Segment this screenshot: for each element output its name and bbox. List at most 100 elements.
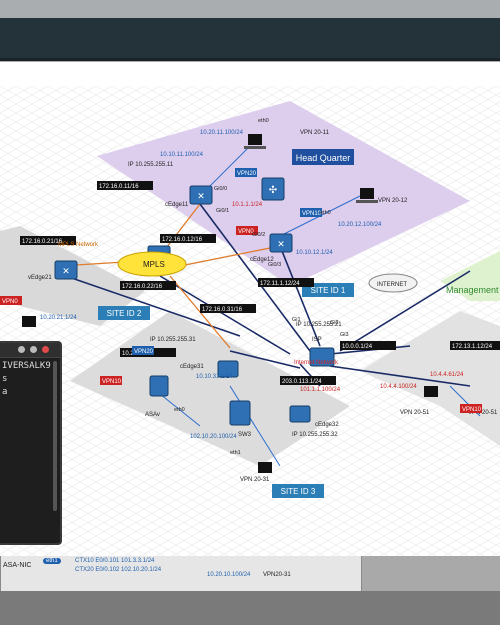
svg-text:✕: ✕ xyxy=(62,266,70,276)
minimize-icon[interactable] xyxy=(18,346,25,353)
close-icon[interactable] xyxy=(42,346,49,353)
head-quarter-badge xyxy=(292,149,354,165)
pc-vpn20-31[interactable] xyxy=(258,462,272,473)
svg-text:cEdge11: cEdge11 xyxy=(165,202,189,208)
svg-text:VPN 20-12: VPN 20-12 xyxy=(378,198,408,204)
svg-text:IP 10.255.255.31: IP 10.255.255.31 xyxy=(150,337,196,343)
svg-text:10.20.12.100/24: 10.20.12.100/24 xyxy=(338,222,382,228)
toolbar-dark xyxy=(0,18,500,61)
asa-nic-label: ASA-NIC xyxy=(3,562,32,569)
svg-text:VPN20: VPN20 xyxy=(237,171,257,177)
svg-text:Internet Network: Internet Network xyxy=(294,360,339,366)
internet-label: INTERNET xyxy=(377,282,407,288)
svg-text:MPLS Network: MPLS Network xyxy=(58,242,99,248)
svg-text:10.10.31.1/24: 10.10.31.1/24 xyxy=(196,374,233,380)
svg-text:10.1.1.1/24: 10.1.1.1/24 xyxy=(232,202,263,208)
svg-text:eth1: eth1 xyxy=(230,450,241,456)
svg-text:Gi1: Gi1 xyxy=(292,317,301,323)
ctx10-label: CTX10 E0/0.101 101.3.3.1/24 xyxy=(75,558,155,564)
svg-text:Gi0/3: Gi0/3 xyxy=(268,262,281,268)
svg-text:10.10.12.1/24: 10.10.12.1/24 xyxy=(296,250,333,256)
pc-vpn20-12[interactable] xyxy=(356,188,378,203)
svg-text:Gi0/2: Gi0/2 xyxy=(252,232,265,238)
svg-text:172.11.1.12/24: 172.11.1.12/24 xyxy=(260,281,300,287)
svg-text:VPN20: VPN20 xyxy=(134,349,154,355)
site3-label: SITE ID 3 xyxy=(281,487,316,496)
interface-labels: Gi0/0 Gi0/1 Gi0/2 Gi0/3 Gi1 Gi2 Gi3 eth0… xyxy=(174,118,349,456)
svg-text:172.16.0.12/16: 172.16.0.12/16 xyxy=(162,237,203,243)
head-quarter-label: Head Quarter xyxy=(296,153,351,163)
router-vedge21[interactable]: ✕ xyxy=(54,260,78,280)
toolbar-strip xyxy=(0,0,500,18)
svg-text:eth0: eth0 xyxy=(320,210,331,216)
network-topology-diagram[interactable]: Head Quarter ✕ ✕ ✣ ✕ MPLS INTERNET xyxy=(0,86,500,556)
svg-text:Gi0/1: Gi0/1 xyxy=(216,208,229,214)
svg-text:172.16.0.11/16: 172.16.0.11/16 xyxy=(99,184,139,190)
svg-text:10.20.21.1/24: 10.20.21.1/24 xyxy=(40,315,77,321)
terminal-titlebar[interactable] xyxy=(0,343,60,358)
management-label: Management xyxy=(446,285,499,295)
window-toolbar xyxy=(0,0,500,61)
svg-text:VPN 20-11: VPN 20-11 xyxy=(300,130,330,136)
svg-text:VPN 20-31: VPN 20-31 xyxy=(240,477,270,483)
workspace-bottom xyxy=(0,591,500,625)
svg-text:cEdge12: cEdge12 xyxy=(250,257,274,263)
pc-vpn20-11[interactable] xyxy=(244,134,266,149)
site2-badge xyxy=(98,306,150,320)
svg-text:VPN0: VPN0 xyxy=(238,229,254,235)
svg-text:Gi2: Gi2 xyxy=(330,320,339,326)
switch-sw3[interactable] xyxy=(229,400,251,426)
svg-text:172.13.1.12/24: 172.13.1.12/24 xyxy=(452,344,493,350)
svg-text:VPN 20-51: VPN 20-51 xyxy=(400,410,430,416)
pc-site5[interactable] xyxy=(424,386,438,397)
ctx20-label: CTX20 E0/0.102 102.10.20.1/24 xyxy=(75,567,162,573)
svg-text:VPN10: VPN10 xyxy=(302,211,322,217)
svg-text:✣: ✣ xyxy=(269,185,277,196)
eth1-badge: eth1 xyxy=(43,558,61,564)
vpn-host-label: VPN20-31 xyxy=(263,572,291,578)
svg-text:172.16.0.21/16: 172.16.0.21/16 xyxy=(22,239,63,245)
terminal-line: IVERSALK9 xyxy=(2,361,51,371)
svg-text:vEdge21: vEdge21 xyxy=(28,275,52,281)
svg-text:cEdge31: cEdge31 xyxy=(180,364,204,370)
svg-text:Gi0/0: Gi0/0 xyxy=(214,186,227,192)
maximize-icon[interactable] xyxy=(30,346,37,353)
svg-text:IP 10.255.255.21: IP 10.255.255.21 xyxy=(296,322,342,328)
svg-text:cEdge32: cEdge32 xyxy=(315,422,339,428)
terminal-scrollbar[interactable] xyxy=(53,361,57,511)
svg-text:Gi3: Gi3 xyxy=(340,332,349,338)
background-diagram-peek: ASA-NIC eth1 CTX10 E0/0.101 101.3.3.1/24… xyxy=(0,556,362,592)
mpls-label: MPLS xyxy=(143,260,165,269)
svg-text:IP 10.255.255.11: IP 10.255.255.11 xyxy=(128,162,174,168)
svg-text:101.1.1.100/24: 101.1.1.100/24 xyxy=(300,387,341,393)
terminal-line: s xyxy=(2,374,8,384)
svg-text:ISP: ISP xyxy=(312,337,322,343)
svg-text:10.4.4.61/24: 10.4.4.61/24 xyxy=(430,372,464,378)
svg-text:VPN0: VPN0 xyxy=(2,299,18,305)
svg-text:ASAv: ASAv xyxy=(145,412,160,418)
switch-hq[interactable]: ✣ xyxy=(261,177,285,201)
site1-badge xyxy=(302,283,354,297)
svg-text:IP 10.255.255.32: IP 10.255.255.32 xyxy=(292,432,338,438)
lan-net-label: 10.20.10.100/24 xyxy=(207,572,251,578)
pc-site2[interactable] xyxy=(22,316,36,327)
svg-text:10.20.11.100/24: 10.20.11.100/24 xyxy=(200,130,244,136)
router-cedge32[interactable] xyxy=(289,405,311,423)
router-isp[interactable] xyxy=(309,347,335,367)
firewall-asav[interactable] xyxy=(149,375,169,397)
mpls-cloud xyxy=(117,251,187,277)
internet-cloud xyxy=(368,273,418,293)
terminal-line: a xyxy=(2,387,8,397)
router-cedge31[interactable] xyxy=(217,360,239,378)
svg-text:✕: ✕ xyxy=(277,239,285,249)
svg-text:eth0: eth0 xyxy=(174,407,185,413)
svg-text:10.4.4.100/24: 10.4.4.100/24 xyxy=(380,384,417,390)
vpn-badges: VPN20 VPN10 VPN0 VPN20 VPN10 VPN10 VPN0 xyxy=(0,168,482,413)
svg-text:eth0: eth0 xyxy=(258,118,269,124)
router-cedge11[interactable]: ✕ xyxy=(189,185,213,205)
router-cedge12[interactable]: ✕ xyxy=(269,233,293,253)
svg-text:SW3: SW3 xyxy=(238,432,252,438)
svg-text:VPN10: VPN10 xyxy=(462,407,482,413)
